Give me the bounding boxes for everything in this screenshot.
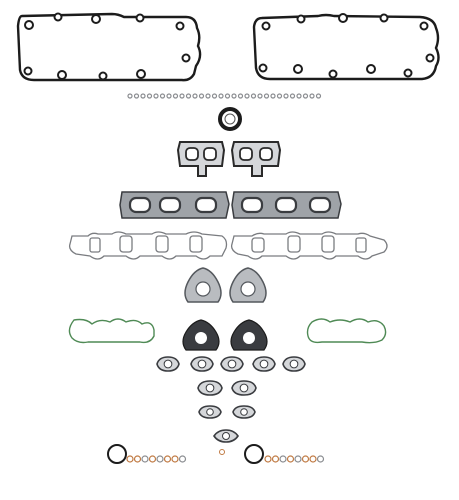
oval-gasket-row-1 — [156, 356, 306, 372]
oval-gasket — [220, 356, 244, 372]
intake-manifold-gasket-left — [68, 231, 228, 260]
oval-gasket — [282, 356, 306, 372]
washer — [178, 455, 187, 463]
oval-gasket — [156, 356, 180, 372]
small-o-ring — [250, 93, 257, 99]
valve-cover-gasket-right — [252, 13, 440, 81]
washer — [309, 455, 317, 463]
small-o-ring — [276, 93, 283, 99]
valve-cover-gasket-left-bolt-grommets — [23, 12, 191, 81]
washer — [316, 455, 325, 463]
small-o-ring — [185, 93, 192, 99]
washer-row-right — [264, 455, 325, 463]
small-o-ring — [231, 93, 237, 99]
small-o-ring — [244, 93, 250, 99]
tiny-copper-washer — [219, 449, 225, 455]
exhaust-flange-gasket-right — [230, 141, 282, 177]
small-o-ring — [315, 93, 322, 99]
washer — [279, 455, 287, 463]
oval-gasket — [197, 380, 223, 396]
oval-gasket — [190, 356, 214, 372]
small-o-ring — [224, 93, 231, 99]
small-o-ring — [309, 93, 315, 99]
washer-row-left — [126, 455, 187, 463]
oval-gasket — [232, 405, 256, 419]
washer — [133, 455, 142, 463]
small-o-ring-row — [127, 93, 322, 99]
triangle-flange-gasket-right — [229, 267, 267, 303]
small-o-ring — [302, 93, 309, 99]
washer — [301, 455, 310, 463]
large-o-ring-right — [244, 444, 264, 464]
washer — [286, 455, 295, 463]
valve-cover-gasket-right-bolt-grommets — [258, 13, 435, 79]
triangle-flange-gasket-left — [184, 267, 222, 303]
exhaust-flange-gasket-left — [176, 141, 226, 177]
washer — [148, 455, 157, 463]
oval-gasket-row-3 — [198, 405, 256, 419]
oval-gasket — [252, 356, 276, 372]
small-o-ring — [140, 93, 146, 99]
washer — [156, 455, 164, 463]
dark-flange-gasket-right — [230, 319, 268, 351]
small-o-ring — [172, 93, 179, 99]
oval-gasket — [198, 405, 222, 419]
exhaust-manifold-gasket-left — [119, 191, 230, 219]
small-o-ring — [296, 93, 302, 99]
green-oil-pan-gasket-left — [68, 318, 155, 344]
washer — [264, 455, 272, 463]
washer — [163, 455, 172, 463]
oval-gasket — [231, 380, 257, 396]
small-o-ring — [270, 93, 276, 99]
small-o-ring — [198, 93, 205, 99]
small-o-ring — [179, 93, 185, 99]
washer — [126, 455, 134, 463]
small-o-ring — [146, 93, 153, 99]
small-o-ring — [127, 93, 133, 99]
large-o-ring-left — [107, 444, 127, 464]
oval-gasket-bottom — [213, 429, 239, 443]
small-o-ring — [192, 93, 198, 99]
small-o-ring — [166, 93, 172, 99]
washer — [141, 455, 149, 463]
small-o-ring — [283, 93, 289, 99]
crankshaft-seal — [218, 107, 242, 131]
small-o-ring — [257, 93, 263, 99]
green-oil-pan-gasket-right — [306, 318, 387, 344]
washer — [171, 455, 179, 463]
small-o-ring — [205, 93, 211, 99]
small-o-ring — [218, 93, 224, 99]
dark-flange-gasket-left — [182, 319, 220, 351]
washer — [271, 455, 280, 463]
small-o-ring — [289, 93, 296, 99]
exhaust-manifold-gasket-right — [231, 191, 342, 219]
oval-gasket-row-2 — [197, 380, 257, 396]
valve-cover-gasket-left — [16, 12, 202, 82]
small-o-ring — [237, 93, 244, 99]
small-o-ring — [153, 93, 159, 99]
small-o-ring — [263, 93, 270, 99]
washer — [294, 455, 302, 463]
small-o-ring — [133, 93, 140, 99]
intake-manifold-gasket-right — [230, 231, 388, 260]
small-o-ring — [159, 93, 166, 99]
small-o-ring — [211, 93, 218, 99]
